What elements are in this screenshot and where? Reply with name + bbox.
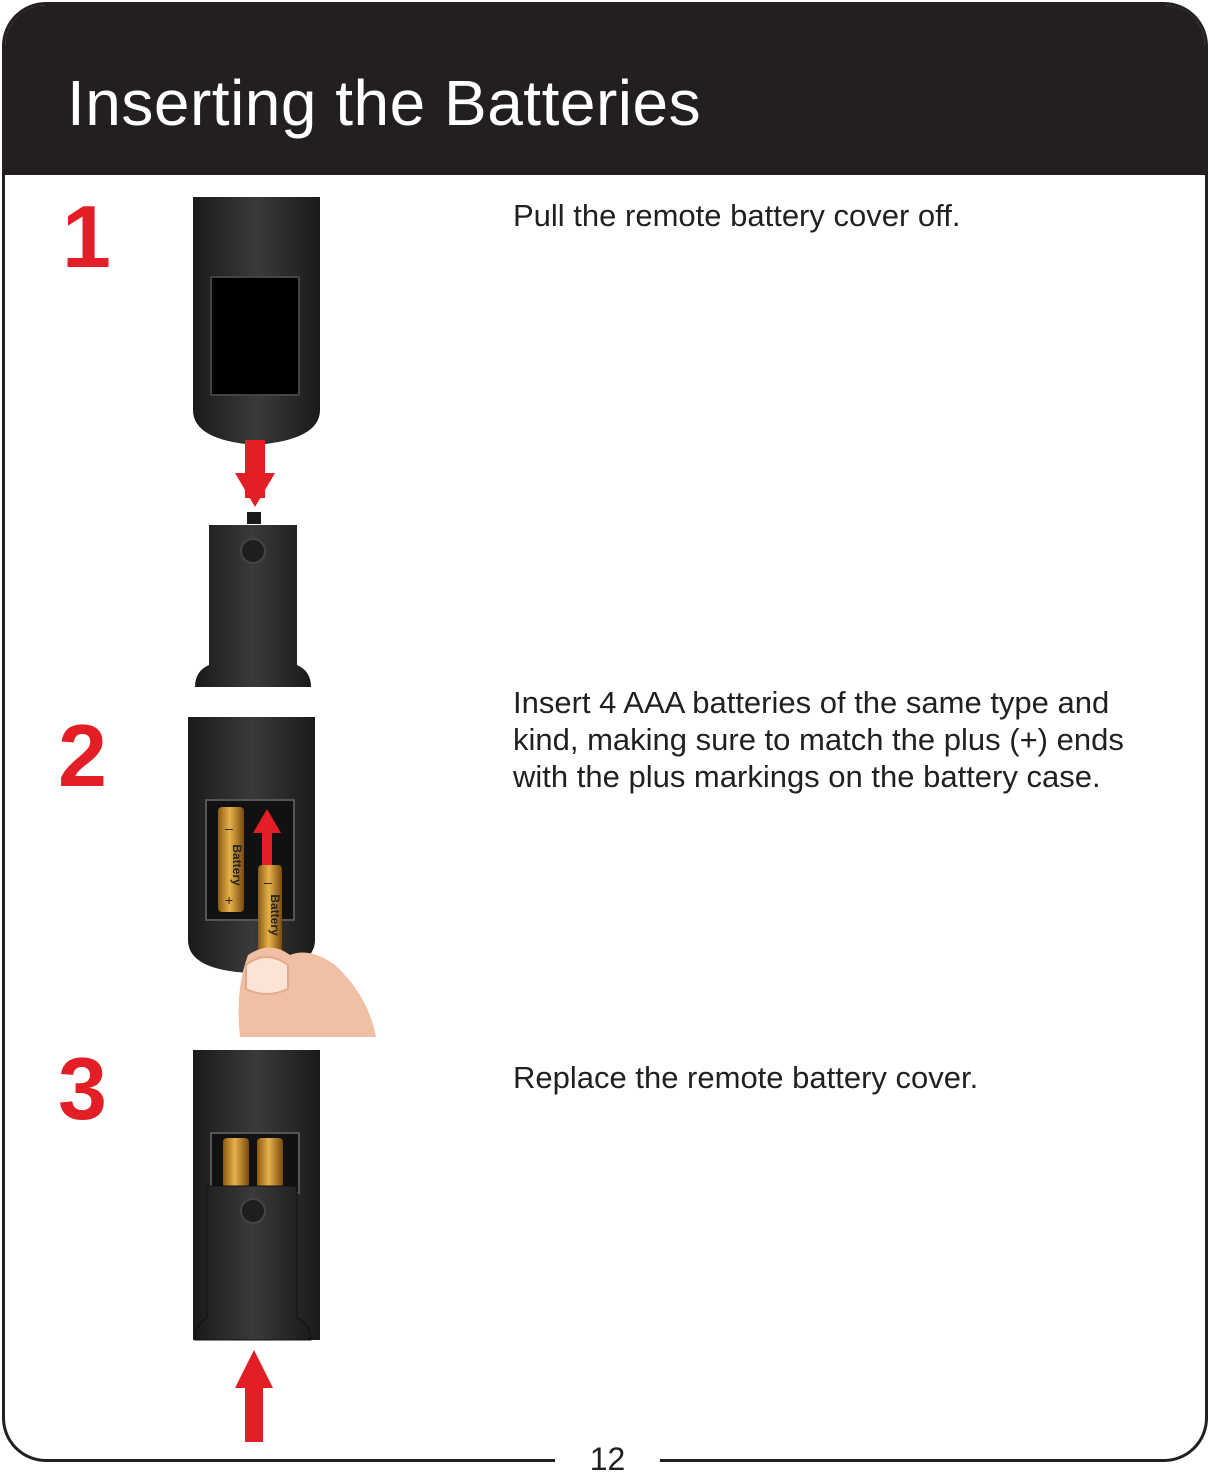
page-title: Inserting the Batteries [67, 67, 702, 139]
arrow-up-icon [262, 827, 272, 865]
step-2-text: Insert 4 AAA batteries of the same type … [513, 685, 1124, 794]
battery-1 [218, 807, 244, 912]
battery-cover [194, 1185, 312, 1341]
step-1-illustration [193, 197, 320, 687]
step-3-text: Replace the remote battery cover. [513, 1060, 979, 1095]
battery-compartment [210, 276, 300, 396]
step-2-illustration: Battery – + Battery – [188, 717, 376, 1037]
footer-gap [555, 1440, 660, 1476]
battery-1 [223, 1138, 249, 1188]
step-1-number: 1 [62, 187, 111, 286]
step-2-number: 2 [58, 706, 107, 805]
thumbnail [245, 956, 289, 995]
cover-button [240, 538, 266, 564]
arrow-up-shaft [245, 1384, 263, 1442]
battery-1-label: Battery [230, 844, 244, 886]
battery-1-plus: + [225, 892, 233, 908]
battery-2-label: Battery [268, 894, 282, 936]
step-1-text: Pull the remote battery cover off. [513, 198, 961, 233]
step-3-number: 3 [58, 1039, 107, 1138]
battery-1-minus: – [225, 820, 233, 836]
arrow-down-head [235, 473, 275, 507]
page-number: 12 [589, 1441, 626, 1477]
header-bar: Inserting the Batteries [5, 5, 1205, 175]
battery-2 [257, 1138, 283, 1188]
battery-2-minus: – [264, 874, 272, 890]
battery-cover [195, 525, 311, 687]
arrow-up-head [253, 809, 281, 833]
cover-button [240, 1198, 266, 1224]
arrow-up-icon [235, 1350, 273, 1388]
cover-latch [247, 512, 261, 524]
step-3-illustration [193, 1050, 320, 1442]
